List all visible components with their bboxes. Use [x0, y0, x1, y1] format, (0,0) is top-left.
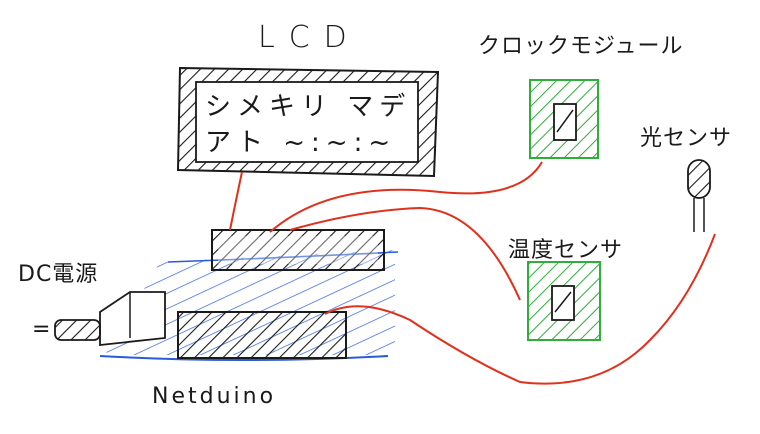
lower-header	[177, 311, 347, 359]
clock-module-label: クロックモジュール	[478, 34, 684, 59]
upper-header	[211, 229, 385, 271]
dc-power-label: DC電源	[18, 262, 99, 287]
dc-plug-mark: =	[32, 317, 51, 342]
board-label: Netduino	[152, 384, 277, 409]
dc-jack	[54, 291, 166, 347]
wire-light	[324, 233, 716, 385]
temp-sensor-label: 温度センサ	[508, 238, 624, 263]
wire-lcd	[229, 171, 243, 231]
light-sensor-label: 光センサ	[640, 126, 733, 151]
wires	[229, 161, 716, 385]
lcd-frame	[176, 66, 440, 178]
lcd-title: LCD	[258, 20, 361, 55]
temp-sensor-module	[527, 261, 601, 341]
wire-clock	[269, 161, 543, 233]
lcd-text-line1: シメキリ マデ	[205, 92, 412, 122]
wire-temp	[289, 206, 521, 301]
lcd-text-line2: アト ~:~:~	[205, 128, 397, 158]
clock-module	[529, 79, 599, 159]
light-sensor	[687, 159, 711, 232]
